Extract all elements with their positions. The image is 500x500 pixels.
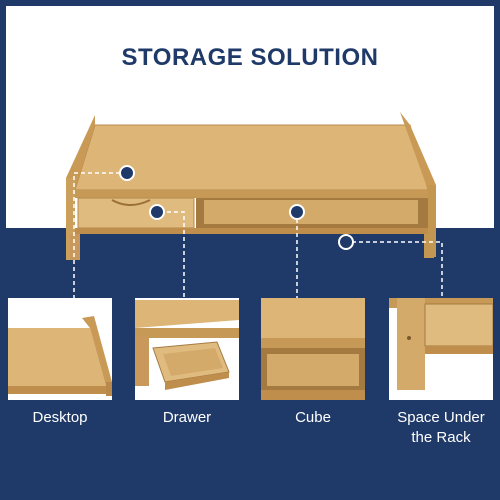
marker-drawer	[149, 204, 165, 220]
label-space-under: Space Under the Rack	[397, 409, 485, 446]
thumbnail-desktop	[8, 298, 112, 400]
monitor-stand-image	[66, 112, 436, 260]
label-cube: Cube	[295, 409, 331, 426]
label-desktop: Desktop	[32, 409, 88, 426]
marker-desktop	[119, 165, 135, 181]
thumbnail-space-under	[389, 298, 493, 400]
label-drawer: Drawer	[162, 409, 212, 426]
marker-space-under	[338, 234, 354, 250]
marker-cube	[289, 204, 305, 220]
page-title: STORAGE SOLUTION	[121, 44, 379, 71]
thumbnail-cube	[261, 298, 365, 400]
thumbnail-drawer	[135, 298, 239, 400]
